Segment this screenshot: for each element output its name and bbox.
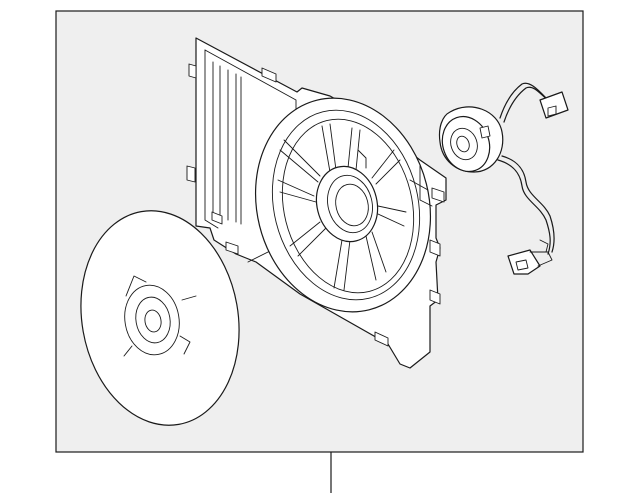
- fan-motor: [438, 106, 504, 173]
- wire-harness: [497, 82, 569, 275]
- fan-blade: [80, 210, 240, 426]
- shroud-spokes: [277, 123, 407, 291]
- fan-shroud: [186, 37, 447, 369]
